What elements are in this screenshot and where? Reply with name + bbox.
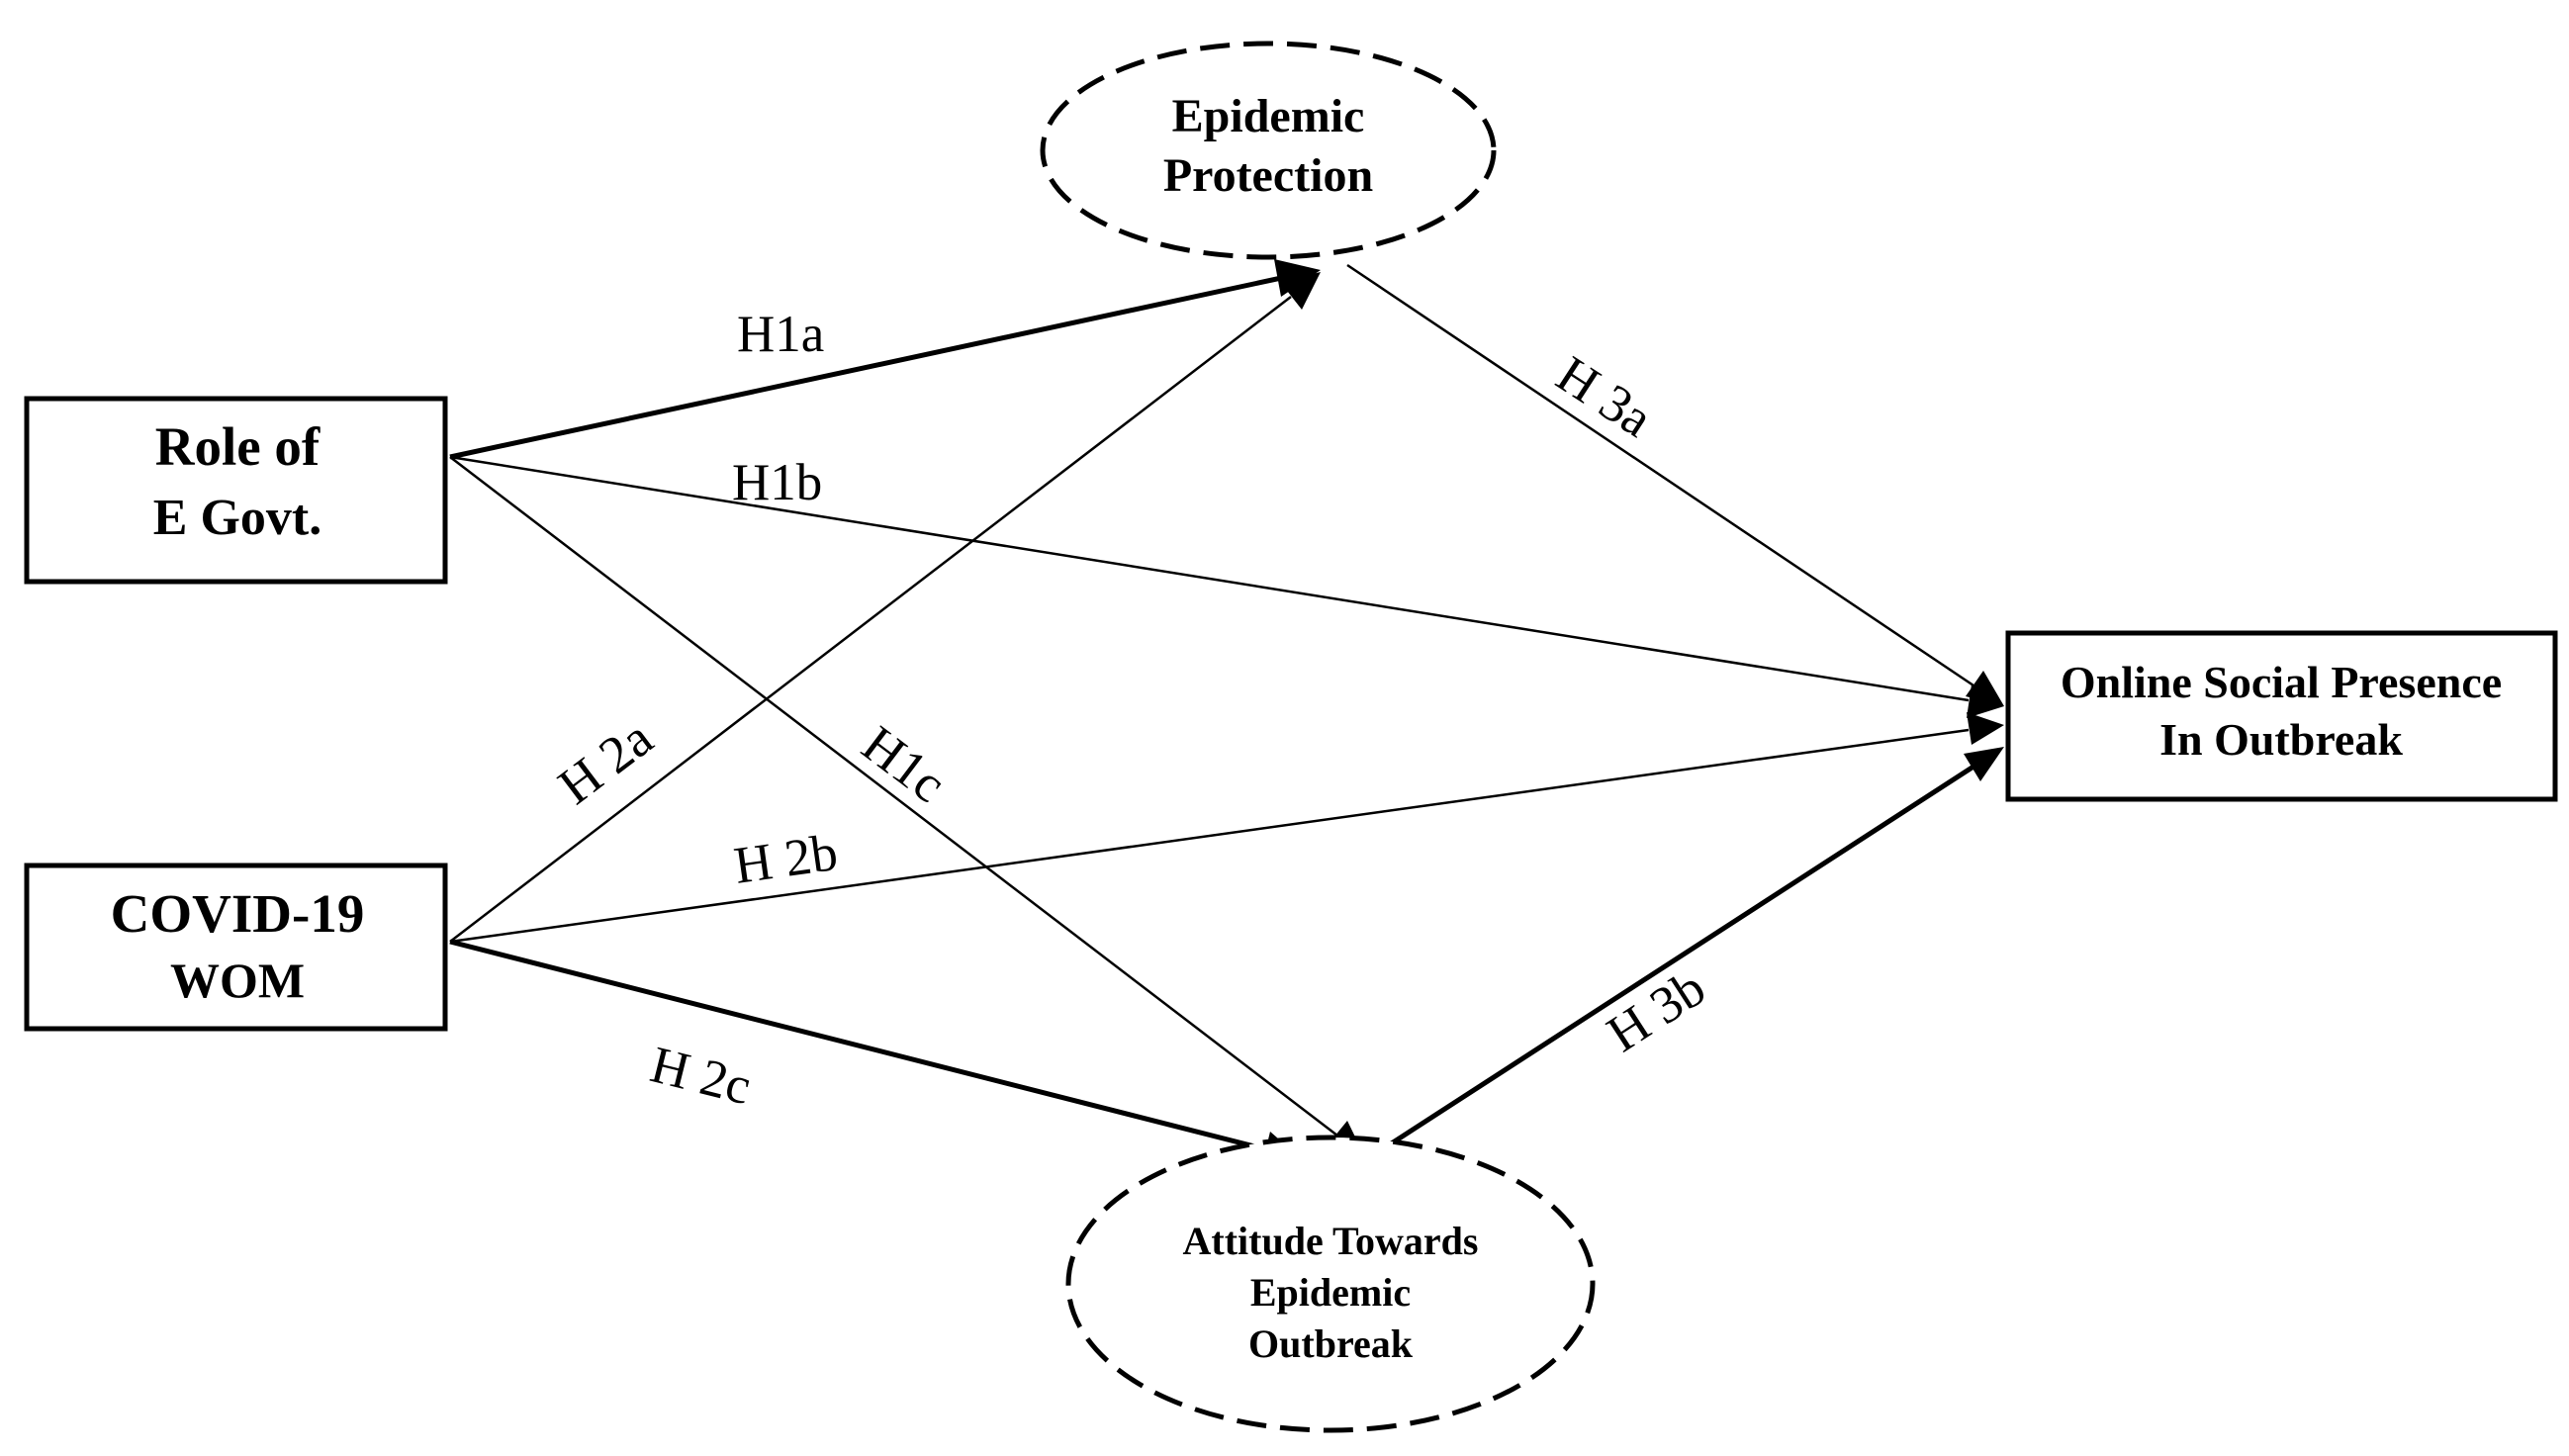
- node-attitude-towards-epidemic-outbreak: Attitude Towards Epidemic Outbreak: [1065, 1135, 1596, 1433]
- node-epidemic-protection: Epidemic Protection: [1040, 41, 1497, 260]
- edge-h3b: [1368, 747, 2004, 1160]
- edge-h2c: [449, 939, 1302, 1168]
- edge-label-h1c: H1c: [852, 715, 956, 813]
- edge-label-h1b: H1b: [732, 454, 822, 511]
- node-epidemic-protection-line2: Protection: [1163, 149, 1373, 202]
- node-role-of-egovt-line2: E Govt.: [153, 490, 321, 546]
- node-online-social-presence: Online Social Presence In Outbreak: [2005, 630, 2558, 802]
- edge-h2a: [449, 272, 1321, 943]
- node-online-social-presence-line2: In Outbreak: [2159, 714, 2403, 765]
- edge-h2b: [449, 712, 2004, 944]
- node-covid19-wom: COVID-19 WOM: [24, 863, 448, 1032]
- node-online-social-presence-line1: Online Social Presence: [2061, 657, 2502, 707]
- edge-h1a: [449, 259, 1321, 460]
- edge-h1b: [449, 455, 2004, 718]
- edge-label-h3a: H 3a: [1546, 345, 1662, 448]
- edge-h3a: [1346, 263, 2004, 706]
- edge-label-h2b: H 2b: [731, 824, 842, 895]
- edge-label-h1a: H1a: [737, 306, 824, 363]
- node-attitude-line2: Epidemic: [1250, 1270, 1411, 1315]
- node-role-of-egovt-line1: Role of: [155, 416, 321, 477]
- node-epidemic-protection-line1: Epidemic: [1172, 90, 1365, 142]
- edge-label-h2c: H 2c: [645, 1036, 757, 1116]
- node-covid19-wom-line1: COVID-19: [111, 883, 365, 944]
- edge-label-h2a: H 2a: [548, 709, 663, 815]
- node-covid19-wom-line2: WOM: [170, 953, 305, 1008]
- node-attitude-line3: Outbreak: [1248, 1321, 1414, 1366]
- node-role-of-egovt: Role of E Govt.: [24, 396, 448, 585]
- node-attitude-line1: Attitude Towards: [1183, 1219, 1479, 1263]
